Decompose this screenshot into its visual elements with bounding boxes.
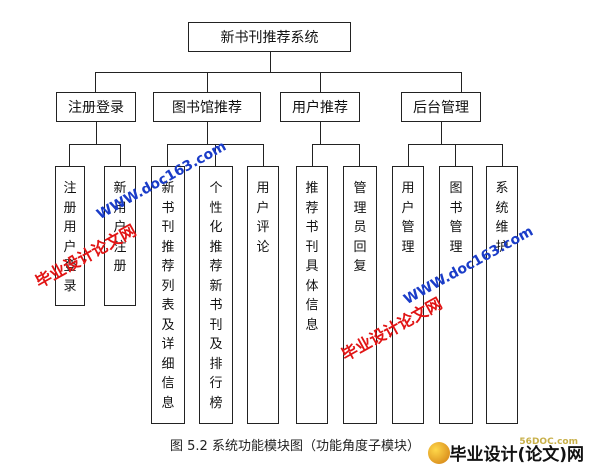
group-library-recommend: 图书馆推荐 xyxy=(153,92,261,122)
logo-text: 毕业设计(论文)网 xyxy=(449,445,584,465)
group-user-recommend: 用户推荐 xyxy=(280,92,360,122)
connector-g4-down xyxy=(441,122,442,144)
connector-g2-c2 xyxy=(215,144,216,166)
leaf-user-comments-label: 用户评论 xyxy=(256,181,270,255)
leaf-new-books-list-label: 新书刊推荐列表及详细信息 xyxy=(161,181,175,411)
connector-group-4 xyxy=(461,72,462,92)
connector-g1-c2 xyxy=(120,144,121,166)
group-register-login-label: 注册登录 xyxy=(68,100,124,116)
connector-group-3 xyxy=(320,72,321,92)
group-backend-admin: 后台管理 xyxy=(401,92,481,122)
connector-g2-down xyxy=(207,122,208,144)
group-user-recommend-label: 用户推荐 xyxy=(292,100,348,116)
logo-site: 56DOC.com xyxy=(519,437,578,447)
logo-emblem-icon xyxy=(428,442,450,464)
connector-g2-c1 xyxy=(167,144,168,166)
leaf-new-books-list: 新书刊推荐列表及详细信息 xyxy=(151,166,185,424)
leaf-personalized-recommend-label: 个性化推荐新书刊及排行榜 xyxy=(209,181,223,411)
group-register-login: 注册登录 xyxy=(56,92,136,122)
connector-root-down xyxy=(270,52,271,72)
connector-g3-c2 xyxy=(359,144,360,166)
leaf-user-comments: 用户评论 xyxy=(247,166,279,424)
leaf-admin-reply: 管理员回复 xyxy=(343,166,377,424)
group-library-recommend-label: 图书馆推荐 xyxy=(172,100,242,116)
leaf-new-user-register: 新用户注册 xyxy=(104,166,136,306)
leaf-personalized-recommend: 个性化推荐新书刊及排行榜 xyxy=(199,166,233,424)
connector-g3-bus xyxy=(312,144,360,145)
leaf-book-management: 图书管理 xyxy=(439,166,473,424)
connector-g1-bus xyxy=(69,144,121,145)
leaf-user-management: 用户管理 xyxy=(392,166,424,424)
connector-g1-down xyxy=(96,122,97,144)
leaf-recommend-details-label: 推荐书刊具体信息 xyxy=(305,181,319,333)
leaf-recommend-details: 推荐书刊具体信息 xyxy=(296,166,328,424)
connector-group-2 xyxy=(207,72,208,92)
connector-g3-c1 xyxy=(312,144,313,166)
connector-g4-c3 xyxy=(502,144,503,166)
leaf-user-management-label: 用户管理 xyxy=(401,181,415,255)
leaf-system-maintenance: 系统维护 xyxy=(486,166,518,424)
leaf-system-maintenance-label: 系统维护 xyxy=(495,181,509,255)
connector-g3-down xyxy=(320,122,321,144)
connector-top-bus xyxy=(95,72,462,73)
group-backend-admin-label: 后台管理 xyxy=(413,100,469,116)
leaf-book-management-label: 图书管理 xyxy=(449,181,463,255)
connector-g1-c1 xyxy=(69,144,70,166)
connector-g4-c1 xyxy=(408,144,409,166)
leaf-registered-user-login: 注册用户登录 xyxy=(55,166,85,306)
connector-g2-c3 xyxy=(263,144,264,166)
figure-caption: 图 5.2 系统功能模块图（功能角度子模块） xyxy=(170,439,420,454)
leaf-registered-user-login-label: 注册用户登录 xyxy=(63,181,77,294)
connector-group-1 xyxy=(95,72,96,92)
leaf-admin-reply-label: 管理员回复 xyxy=(353,181,367,274)
root-node: 新书刊推荐系统 xyxy=(188,22,351,52)
connector-g4-c2 xyxy=(455,144,456,166)
root-node-label: 新书刊推荐系统 xyxy=(220,30,319,46)
leaf-new-user-register-label: 新用户注册 xyxy=(113,181,127,274)
